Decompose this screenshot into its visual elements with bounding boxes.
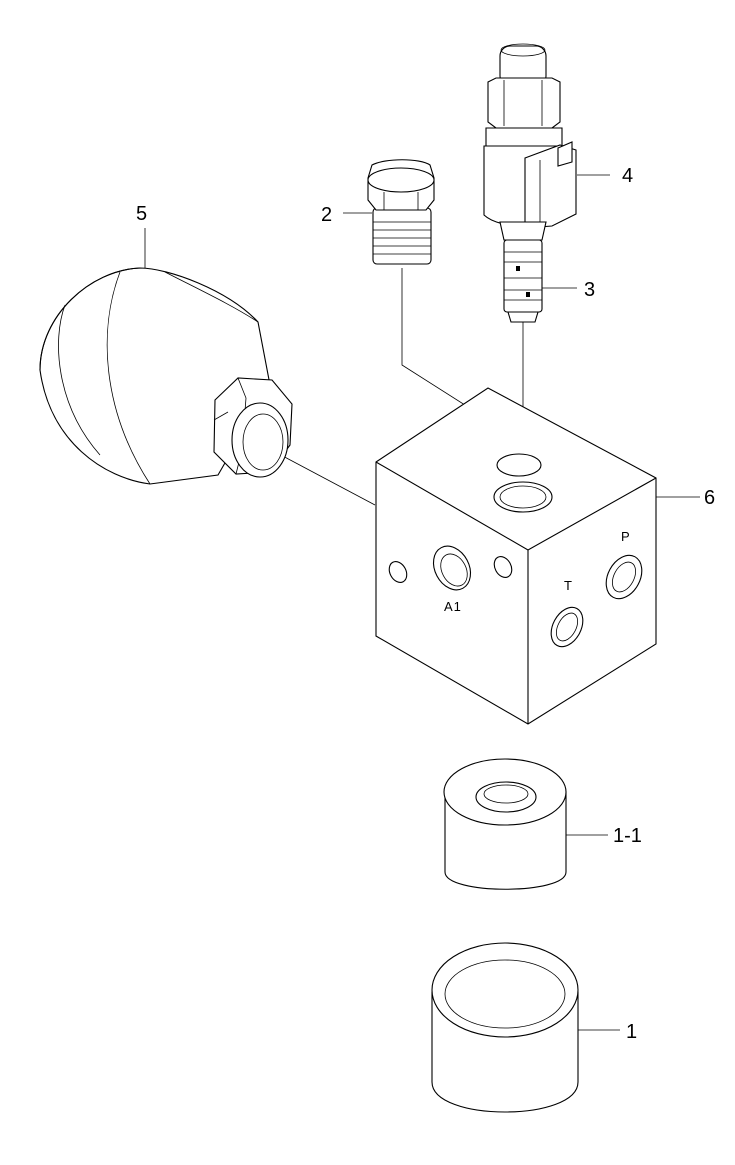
callout-1-1: 1-1 bbox=[613, 825, 642, 847]
callout-4: 4 bbox=[622, 165, 633, 187]
part-6-manifold-block bbox=[375, 387, 657, 725]
port-labels: A1 T P bbox=[444, 529, 631, 614]
port-label-a1: A1 bbox=[444, 599, 462, 614]
callout-labels: 5 2 4 3 6 1-1 1 bbox=[136, 165, 715, 1043]
callout-6: 6 bbox=[704, 487, 715, 509]
callout-1: 1 bbox=[626, 1021, 637, 1043]
part-1-bush bbox=[431, 942, 579, 1113]
callout-5: 5 bbox=[136, 203, 147, 225]
port-label-p: P bbox=[621, 529, 631, 544]
part-2-plug bbox=[367, 159, 435, 265]
port-label-t: T bbox=[564, 578, 573, 593]
callout-3: 3 bbox=[584, 279, 595, 301]
callout-2: 2 bbox=[321, 204, 332, 226]
part-1-1-spacer bbox=[443, 758, 567, 890]
part-4-solenoid-valve bbox=[483, 43, 577, 241]
part-5-accumulator bbox=[39, 267, 293, 485]
part-3-cartridge-spool bbox=[503, 239, 543, 323]
